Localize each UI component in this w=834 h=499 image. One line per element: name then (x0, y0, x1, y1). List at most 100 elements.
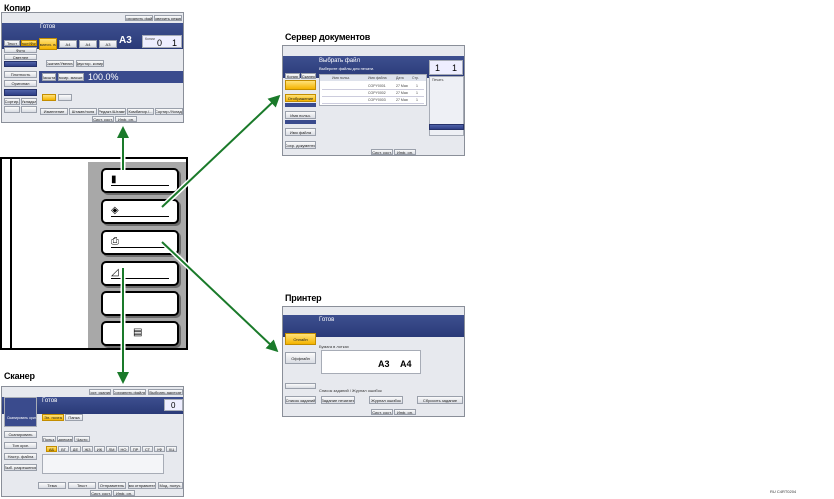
dest-letter[interactable]: ЖЗ (82, 446, 93, 452)
recipient-mode-button[interactable]: Мод. получ. (158, 482, 183, 489)
sender-button[interactable]: Отправитель (98, 482, 126, 489)
manual-button[interactable] (42, 94, 56, 101)
dest-letter[interactable]: ДЕ (70, 446, 81, 452)
scan-status-button[interactable]: Сост. сканир. (89, 389, 111, 395)
photo-mode-button[interactable]: Фото (4, 47, 37, 53)
error-log-button[interactable]: Журнал ошибок (369, 396, 403, 404)
sort-button[interactable]: Сортир. (4, 98, 20, 105)
scanner-counter: 0 (164, 399, 183, 411)
check-modes-button[interactable]: Проверить режимы (154, 15, 182, 21)
dest-letter[interactable]: АБ (46, 446, 57, 452)
side-bar-2 (285, 120, 316, 124)
menu-icon: ▤ (133, 327, 143, 338)
saved-docs-button[interactable]: Сохр. документы (285, 141, 316, 149)
text-photo-button[interactable]: Текст/Фото (21, 40, 37, 46)
online-button[interactable]: Онлайн (285, 333, 316, 345)
table-row[interactable]: COPY0002 27 Мая 1 (322, 90, 424, 97)
sort-icon-button[interactable] (4, 106, 20, 113)
scanner-info[interactable]: Инф. оп. (113, 490, 135, 496)
paper-a4-1[interactable]: A4 (59, 40, 77, 48)
dest-tab-addr[interactable]: Адресаты (57, 436, 73, 442)
menu-key[interactable]: ▤ (101, 321, 179, 346)
scanner-status: Готов (42, 398, 58, 404)
density-button[interactable]: Плотность (4, 71, 37, 78)
scan-settings-button[interactable]: Сканировать (4, 431, 37, 438)
file-settings-button[interactable]: Настр. файла (4, 453, 37, 460)
paper-a3[interactable]: A3 (99, 40, 117, 48)
copier-screen: Сохранить файл Проверить режимы Готов Ко… (1, 12, 184, 123)
printer-side-button[interactable] (285, 383, 316, 389)
change-button[interactable]: Изменение (40, 108, 68, 115)
original-button[interactable]: Оригинал (4, 80, 37, 87)
copy-key[interactable]: ▮ (101, 168, 179, 193)
scanner-icon: ◿ (111, 267, 119, 278)
subject-button[interactable]: Тема (38, 482, 66, 489)
tray-a4: A4 (400, 359, 412, 369)
sort-stack-button[interactable]: Сортир./Уклад. (155, 108, 183, 115)
dest-letter[interactable]: ЛМ (106, 446, 117, 452)
resolution-button[interactable]: Выб. разрешения (4, 464, 37, 471)
scanner-screen: Сост. сканир. Сохранить файлы Выбрать ад… (1, 386, 184, 497)
orig-type-button[interactable]: Тип ориг. (4, 442, 37, 449)
tab-scanner[interactable]: Сканер (301, 73, 316, 79)
table-row[interactable]: COPY0003 27 Мая 1 (322, 97, 424, 104)
density-bar (4, 61, 37, 67)
dest-letter[interactable]: СТ (142, 446, 153, 452)
dest-letter[interactable]: УФ (154, 446, 165, 452)
copy-counter: Копии 0 1 (142, 35, 182, 48)
filename-button[interactable]: Имя файла (285, 128, 316, 136)
username-button[interactable]: Имя польз. (285, 111, 316, 119)
tab-email[interactable]: Эл. почта (42, 414, 64, 421)
auto-paper-button[interactable]: Автоматич. плотн. (39, 38, 57, 50)
reduce-enlarge-button[interactable]: Сжатие/Увелич. (46, 60, 74, 67)
dest-letter[interactable]: НО (118, 446, 129, 452)
display-button[interactable]: Отображение (285, 94, 316, 102)
file-list: Имя польз. Имя файла Дата Стр. COPY0001 … (319, 74, 427, 106)
ratio-label: Масштаб (42, 73, 56, 81)
stack-button[interactable]: Укладка (21, 98, 37, 105)
select-dest-button[interactable]: Выбрать адресат (148, 389, 183, 395)
job-list-button[interactable]: Список заданий (285, 396, 316, 404)
printer-system-status[interactable]: Сист. сост. (371, 409, 393, 415)
stack-icon-button[interactable] (21, 106, 37, 113)
thumbnail-button[interactable] (285, 80, 316, 90)
stamp-margin-button[interactable]: Штамп/поля (69, 108, 97, 115)
dest-letter[interactable]: ХЦ (166, 446, 177, 452)
printer-info[interactable]: Инф. оп. (394, 409, 416, 415)
save-file-button[interactable]: Сохранить файл (125, 15, 153, 21)
dest-letter[interactable]: ИК (94, 446, 105, 452)
tab-folder[interactable]: Папка (65, 414, 83, 421)
copier-system-status[interactable]: Сист. сост. (92, 116, 114, 122)
text-mode-button[interactable]: Текст (4, 40, 20, 46)
duplex-button[interactable]: Двустор. копир. (76, 60, 104, 67)
reset-job-button[interactable]: Сбросить задание (417, 396, 463, 404)
tab-copier[interactable]: Копир (285, 73, 300, 79)
table-row[interactable]: COPY0001 27 Мая 1 (322, 83, 424, 90)
sort-bar (4, 89, 37, 96)
fixed-ratio-button[interactable]: Фиксир. масштаб (58, 73, 84, 81)
print-job-button[interactable]: Задание печатать (321, 396, 355, 404)
offline-button[interactable]: Оффлайн (285, 352, 316, 364)
docserver-system-status[interactable]: Сист. сост. (371, 149, 393, 155)
blank-key[interactable] (101, 291, 179, 316)
auto-reduce-button[interactable] (58, 94, 72, 101)
scanner-system-status[interactable]: Сист. сост. (90, 490, 112, 496)
edit-stamp-button[interactable]: Редакт./Штамп (98, 108, 126, 115)
save-files-button[interactable]: Сохранить файлы (113, 389, 146, 395)
dest-tab-freq[interactable]: Часто (74, 436, 90, 442)
lighter-button[interactable]: Светлее (4, 54, 37, 60)
combine-button[interactable]: Комбинир./... (127, 108, 154, 115)
dest-letter[interactable]: ВГ (58, 446, 69, 452)
docserver-arrow (161, 94, 281, 208)
text-button[interactable]: Текст (68, 482, 96, 489)
docserver-info[interactable]: Инф. оп. (394, 149, 416, 155)
docserver-title: Выбрать файл (319, 58, 360, 64)
sender-name-button[interactable]: Имя отправителя (128, 482, 156, 489)
dest-letter[interactable]: ПР (130, 446, 141, 452)
printer-arrow (161, 241, 279, 353)
trays-section-label: Бумага в лотках (319, 344, 349, 349)
copier-info[interactable]: Инф. оп. (115, 116, 137, 122)
paper-a4-2[interactable]: A4 (79, 40, 97, 48)
dest-tab-user[interactable]: Польз. (42, 436, 56, 442)
scanner-key[interactable]: ◿ (101, 261, 179, 286)
